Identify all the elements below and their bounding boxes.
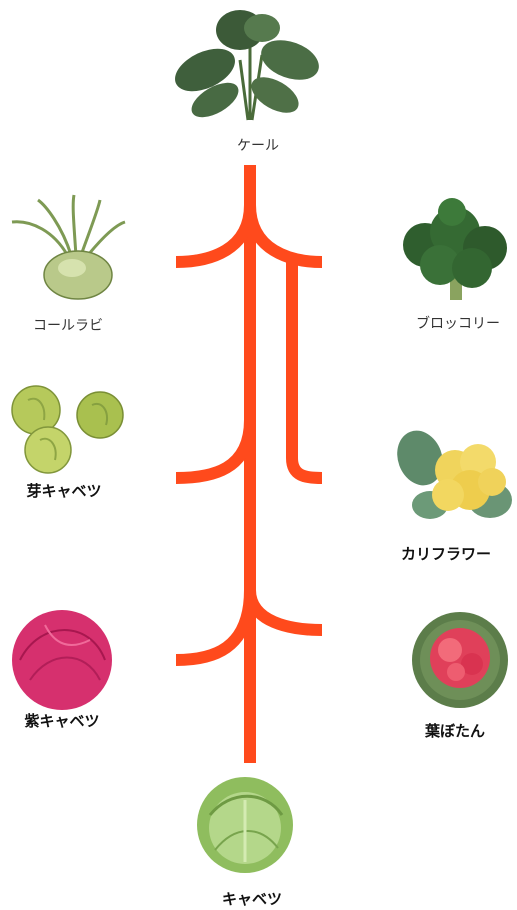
cabbage-label: キャベツ (222, 888, 282, 909)
cabbage-icon (197, 777, 293, 873)
